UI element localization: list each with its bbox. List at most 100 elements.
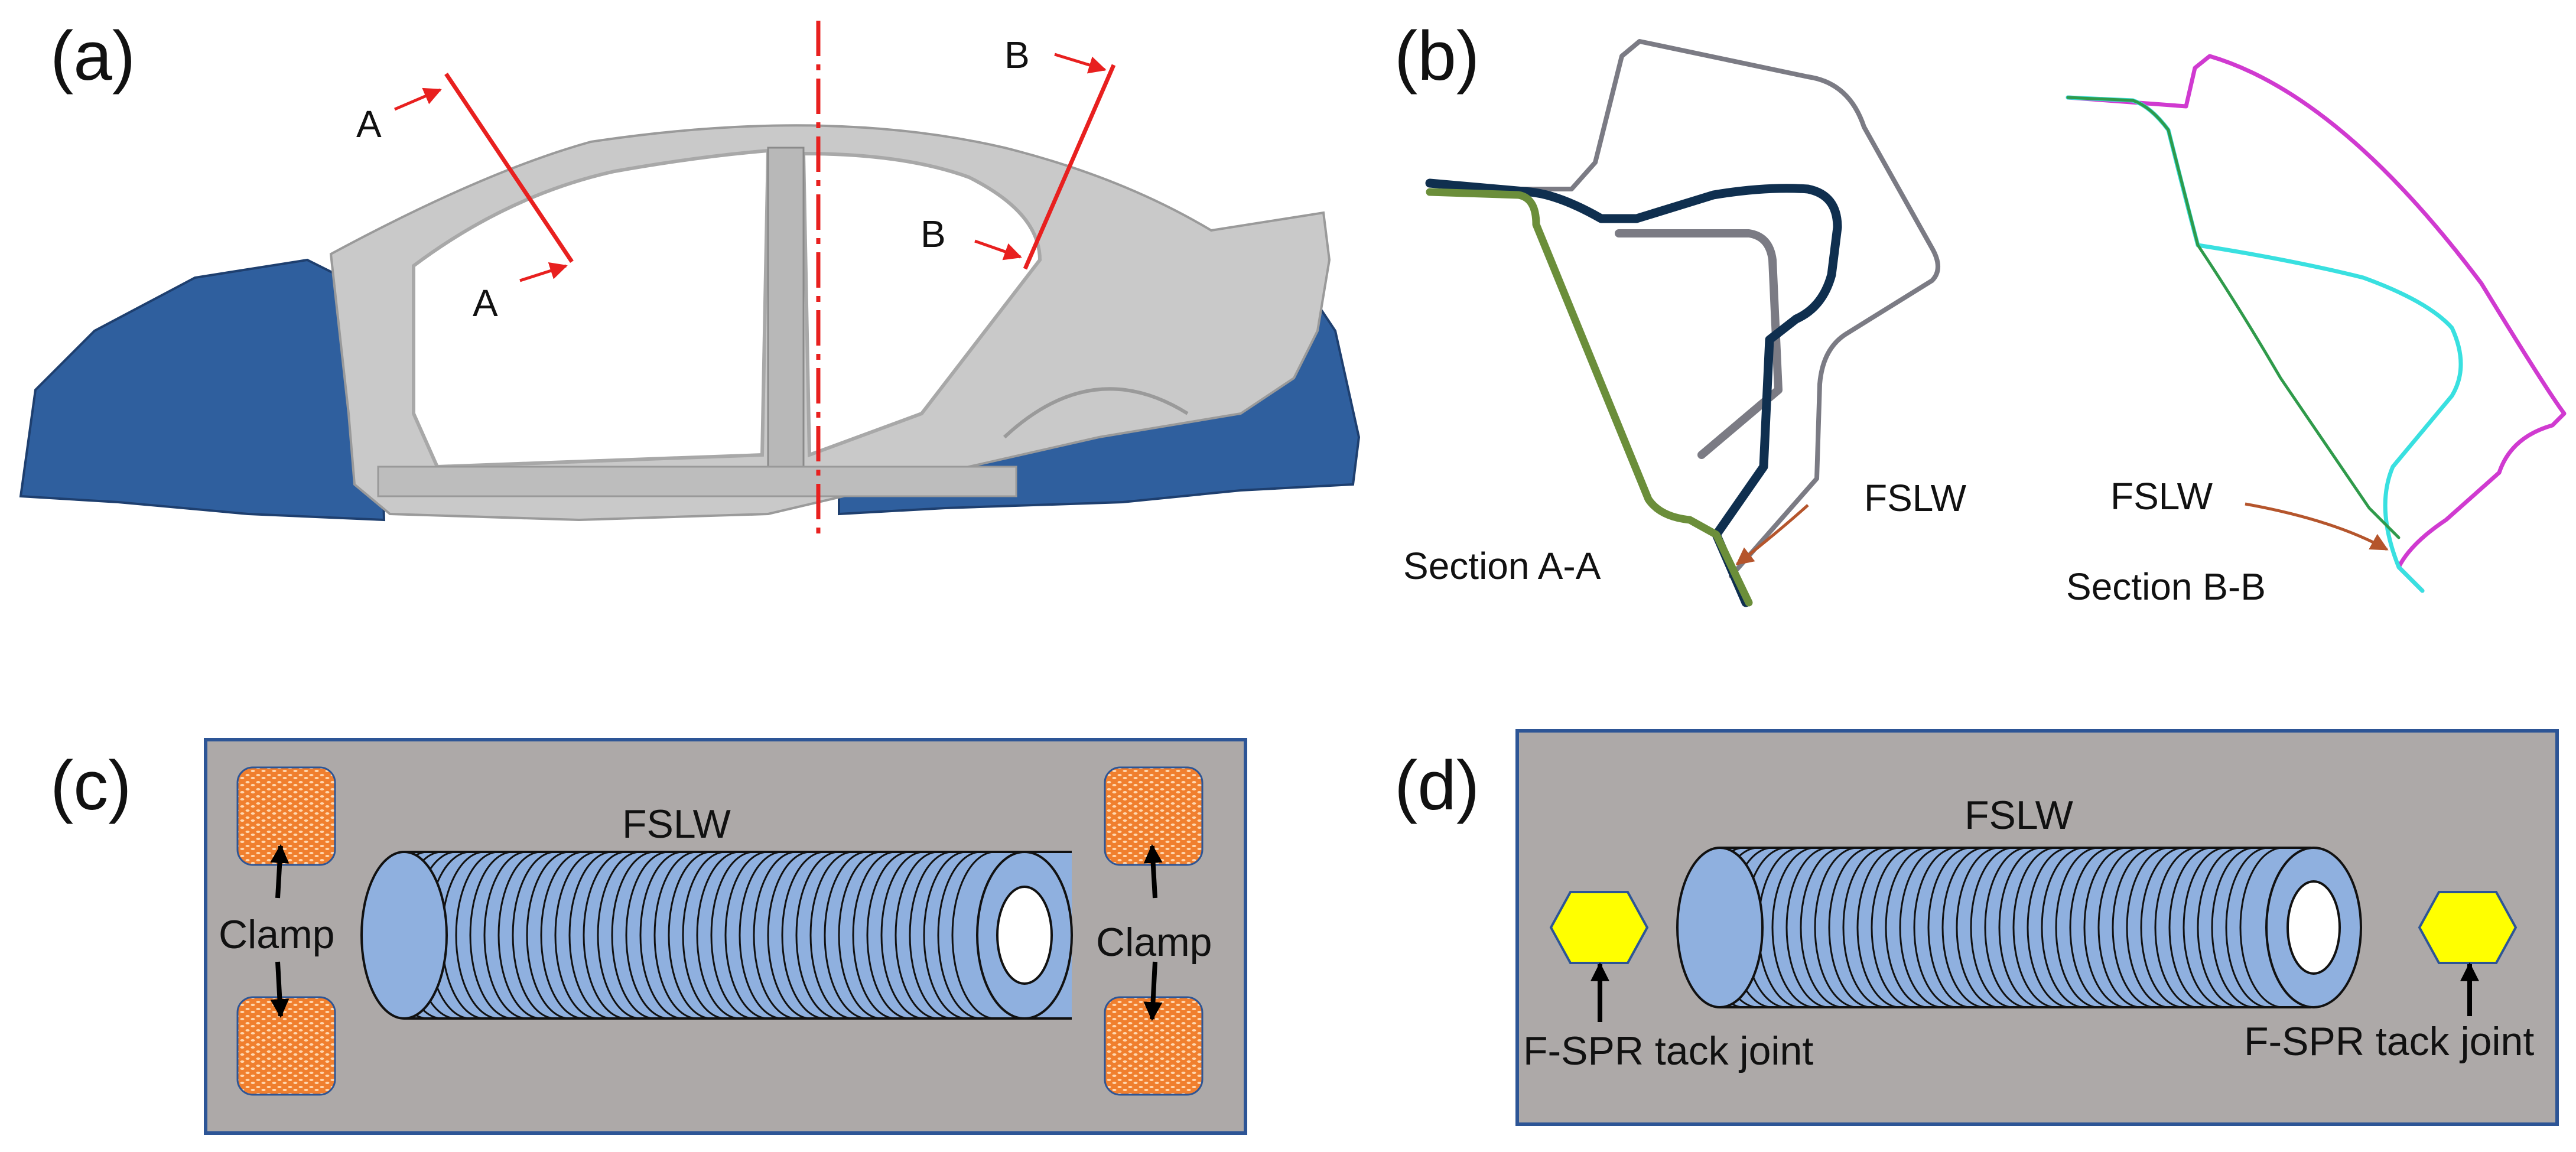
panel-a-label: (a) — [50, 17, 135, 95]
weld-c-ridge — [838, 851, 882, 1020]
section-bb-fslw-label: FSLW — [2110, 475, 2213, 518]
weld-d-ridge — [2069, 847, 2113, 1008]
weld-c-ridge — [739, 851, 783, 1020]
section-aa-profile — [1425, 39, 1940, 607]
weld-d-ridge — [1842, 847, 1887, 1008]
weld-d-ridge — [1984, 847, 2028, 1008]
cylinder-body-d — [1720, 848, 2311, 1007]
weld-d-ridge — [2197, 847, 2241, 1008]
weld-c-ridge — [809, 851, 854, 1020]
clamp-arrow-bottom-right — [1143, 961, 1163, 1021]
panel-c: (c) Clamp Clamp FSLW — [50, 738, 1247, 1135]
weld-c-ridge — [781, 851, 825, 1020]
weld-c-ridge — [540, 851, 584, 1020]
rear-wheel-arch — [1003, 387, 1189, 439]
section-b-top-arrow — [1054, 53, 1107, 74]
panel-b: (b) FSLW Section A-A FSLW Section B-B — [1394, 17, 2567, 608]
section-bb-magenta — [2066, 54, 2567, 593]
cylinder-hole-c — [996, 886, 1053, 985]
panel-c-fslw-label: FSLW — [622, 802, 731, 847]
front-door-opening — [412, 148, 770, 469]
weld-c-ridge — [611, 851, 655, 1020]
weld-d-ridge — [1913, 847, 1957, 1008]
weld-d-ridge — [2126, 847, 2170, 1008]
clamp-right-label: Clamp — [1096, 920, 1212, 965]
weld-c-ridge — [568, 851, 613, 1020]
weld-d-ridge — [2168, 847, 2213, 1008]
cylinder-hole-d — [2286, 880, 2341, 975]
weld-d-ridge — [2112, 847, 2156, 1008]
panel-d: (d) F-SPR tack joint F-SPR tack joint FS… — [1394, 729, 2559, 1126]
section-aa-inner-gray — [1615, 229, 1783, 459]
weld-c-ridge — [583, 851, 627, 1020]
weld-d-ridge — [1771, 847, 1816, 1008]
weld-d-ridge — [1998, 847, 2042, 1008]
car-front-structure — [19, 258, 386, 522]
section-aa-outer-gray — [1510, 39, 1940, 578]
section-bb-fslw-arrow — [2245, 502, 2389, 551]
weld-d-ridge — [1970, 847, 2014, 1008]
tack-joint-left-label: F-SPR tack joint — [1523, 1029, 1813, 1073]
panel-b-label: (b) — [1394, 17, 1479, 95]
weld-c-ridge — [866, 851, 910, 1020]
section-aa-navy — [1425, 178, 1842, 607]
weld-d-ridge — [2239, 847, 2284, 1008]
section-aa-fslw-label: FSLW — [1864, 477, 1967, 519]
panel-d-fslw-label: FSLW — [1964, 793, 2073, 838]
weld-c-ridge — [696, 851, 740, 1020]
weld-d-ridge — [2027, 847, 2071, 1008]
weld-d-ridge — [1885, 847, 1929, 1008]
weld-c-ridge — [469, 851, 513, 1020]
weld-d-ridge — [1871, 847, 1915, 1008]
clamp-arrow-top-left — [270, 844, 290, 899]
weld-d-ridge — [2211, 847, 2255, 1008]
section-aa-title: Section A-A — [1403, 545, 1601, 587]
section-bb-profile — [2066, 54, 2567, 593]
weld-c-ridge — [724, 851, 769, 1020]
weld-c-ridge — [483, 851, 528, 1020]
clamp-arrow-bottom-left — [270, 961, 290, 1018]
weld-c-ridge — [852, 851, 896, 1020]
weld-c-ridge — [937, 851, 981, 1020]
weld-d-ridge — [2012, 847, 2057, 1008]
weld-c-ridge — [710, 851, 754, 1020]
section-bb-green — [2066, 96, 2401, 539]
fslw-weld-cylinder-d — [1676, 847, 2362, 1008]
weld-c-ridge — [668, 851, 712, 1020]
weld-c-ridge — [455, 851, 499, 1020]
clamp-top-left — [236, 766, 336, 866]
weld-c-ridge — [951, 851, 996, 1020]
weld-c-ridge — [682, 851, 726, 1020]
section-b-top-label: B — [1004, 34, 1030, 76]
weld-d-ridge — [2041, 847, 2085, 1008]
weld-d-ridge — [2140, 847, 2184, 1008]
weld-d-ridge — [2055, 847, 2099, 1008]
weld-d-ridge — [2154, 847, 2198, 1008]
weld-c-ridge — [767, 851, 811, 1020]
weld-d-ridge — [1956, 847, 2000, 1008]
weld-d-ridge — [1927, 847, 1972, 1008]
panel-a: (a) A A B — [19, 17, 1361, 541]
section-b-bottom-arrow — [974, 239, 1022, 261]
weld-d-ridge — [1800, 847, 1844, 1008]
weld-c-ridge — [639, 851, 684, 1020]
section-aa-fslw-arrow — [1735, 504, 1809, 565]
weld-d-ridge — [1785, 847, 1830, 1008]
weld-c-ridge — [880, 851, 925, 1020]
tack-joint-left — [1549, 891, 1649, 964]
tack-joint-right-label: F-SPR tack joint — [2244, 1019, 2534, 1064]
weld-c-ridge — [795, 851, 840, 1020]
cylinder-left-end-c — [360, 851, 448, 1020]
weld-d-ridge — [1941, 847, 1986, 1008]
panel-d-label: (d) — [1394, 747, 1479, 825]
section-a-top-arrow — [394, 87, 442, 111]
section-a-bottom-label: A — [473, 282, 498, 324]
clamp-bottom-left — [236, 996, 336, 1096]
weld-c-ridge — [512, 851, 556, 1020]
cylinder-left-end-d — [1676, 847, 1764, 1008]
section-b-bottom-label: B — [921, 213, 946, 255]
section-a-cut-line — [444, 73, 574, 263]
clamp-arrow-top-right — [1143, 844, 1163, 899]
fslw-weld-cylinder-c — [360, 851, 1073, 1020]
clamp-left-label: Clamp — [219, 912, 335, 957]
